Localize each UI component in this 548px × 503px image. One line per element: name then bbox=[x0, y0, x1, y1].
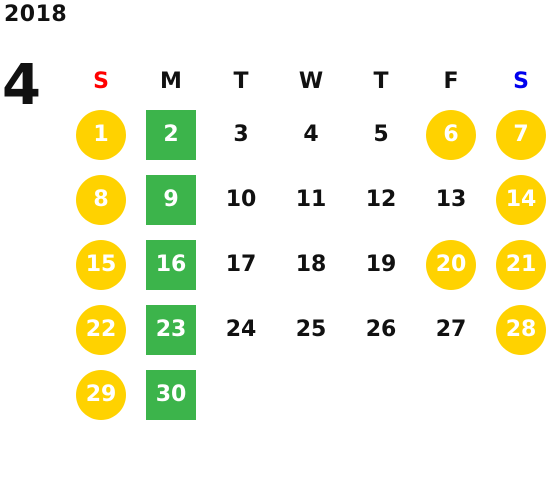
calendar-cell: 29 bbox=[66, 362, 136, 427]
calendar-day[interactable]: 16 bbox=[146, 239, 196, 290]
calendar-day[interactable]: 7 bbox=[496, 109, 546, 160]
calendar-cell bbox=[486, 362, 548, 427]
calendar-cell: 7 bbox=[486, 102, 548, 167]
calendar-day[interactable]: 18 bbox=[295, 252, 327, 277]
calendar-day[interactable]: 2 bbox=[146, 109, 196, 160]
weekday-header-sunday: S bbox=[93, 68, 109, 94]
calendar-cell: 24 bbox=[206, 297, 276, 362]
month-label: 4 bbox=[2, 53, 41, 118]
calendar-day[interactable]: 1 bbox=[76, 109, 126, 160]
calendar-cell: 17 bbox=[206, 232, 276, 297]
calendar-cell: 20 bbox=[416, 232, 486, 297]
calendar-cell: 13 bbox=[416, 167, 486, 232]
calendar-cell: 8 bbox=[66, 167, 136, 232]
calendar-day[interactable]: 30 bbox=[146, 369, 196, 420]
calendar-cell: 5 bbox=[346, 102, 416, 167]
calendar-cell: 3 bbox=[206, 102, 276, 167]
calendar-day[interactable]: 19 bbox=[365, 252, 397, 277]
calendar-cell bbox=[416, 362, 486, 427]
calendar-cell: 27 bbox=[416, 297, 486, 362]
calendar-day[interactable]: 6 bbox=[426, 109, 476, 160]
weekday-header-monday: M bbox=[160, 68, 182, 94]
calendar-day[interactable]: 22 bbox=[76, 304, 126, 355]
weekday-header-thursday: T bbox=[373, 68, 389, 94]
calendar-day[interactable]: 12 bbox=[365, 187, 397, 212]
calendar-cell: 18 bbox=[276, 232, 346, 297]
calendar-day[interactable]: 21 bbox=[496, 239, 546, 290]
calendar-day[interactable]: 17 bbox=[225, 252, 257, 277]
calendar-day[interactable]: 14 bbox=[496, 174, 546, 225]
calendar-day[interactable]: 11 bbox=[295, 187, 327, 212]
calendar-day[interactable]: 29 bbox=[76, 369, 126, 420]
calendar-cell bbox=[206, 362, 276, 427]
calendar-day[interactable]: 28 bbox=[496, 304, 546, 355]
calendar-cell: 4 bbox=[276, 102, 346, 167]
calendar-day[interactable]: 3 bbox=[233, 122, 249, 147]
calendar-cell: 26 bbox=[346, 297, 416, 362]
calendar-day[interactable]: 25 bbox=[295, 317, 327, 342]
calendar-day[interactable]: 9 bbox=[146, 174, 196, 225]
calendar-day[interactable]: 20 bbox=[426, 239, 476, 290]
calendar-cell bbox=[346, 362, 416, 427]
weekday-header-wednesday: W bbox=[298, 68, 324, 94]
calendar-day[interactable]: 5 bbox=[373, 122, 389, 147]
calendar-cell: 9 bbox=[136, 167, 206, 232]
calendar-cell: 6 bbox=[416, 102, 486, 167]
calendar-day[interactable]: 27 bbox=[435, 317, 467, 342]
calendar-cell: 23 bbox=[136, 297, 206, 362]
calendar-cell bbox=[276, 362, 346, 427]
calendar-day[interactable]: 10 bbox=[225, 187, 257, 212]
calendar-day[interactable]: 24 bbox=[225, 317, 257, 342]
calendar-cell: 12 bbox=[346, 167, 416, 232]
calendar-day[interactable]: 26 bbox=[365, 317, 397, 342]
weekday-header-friday: F bbox=[443, 68, 459, 94]
calendar-day[interactable]: 13 bbox=[435, 187, 467, 212]
calendar-cell: 25 bbox=[276, 297, 346, 362]
calendar-cell: 22 bbox=[66, 297, 136, 362]
calendar-day[interactable]: 4 bbox=[303, 122, 319, 147]
calendar-cell: 30 bbox=[136, 362, 206, 427]
calendar-day[interactable]: 15 bbox=[76, 239, 126, 290]
weekday-header-tuesday: T bbox=[233, 68, 249, 94]
calendar-day[interactable]: 8 bbox=[76, 174, 126, 225]
calendar-cell: 15 bbox=[66, 232, 136, 297]
calendar-cell: 14 bbox=[486, 167, 548, 232]
calendar-cell: 10 bbox=[206, 167, 276, 232]
calendar-cell: 21 bbox=[486, 232, 548, 297]
year-label: 2018 bbox=[4, 2, 68, 27]
calendar-cell: 19 bbox=[346, 232, 416, 297]
weekday-header-saturday: S bbox=[513, 68, 529, 94]
calendar-cell: 11 bbox=[276, 167, 346, 232]
calendar-cell: 28 bbox=[486, 297, 548, 362]
calendar-cell: 1 bbox=[66, 102, 136, 167]
calendar-day[interactable]: 23 bbox=[146, 304, 196, 355]
calendar-cell: 2 bbox=[136, 102, 206, 167]
calendar-cell: 16 bbox=[136, 232, 206, 297]
